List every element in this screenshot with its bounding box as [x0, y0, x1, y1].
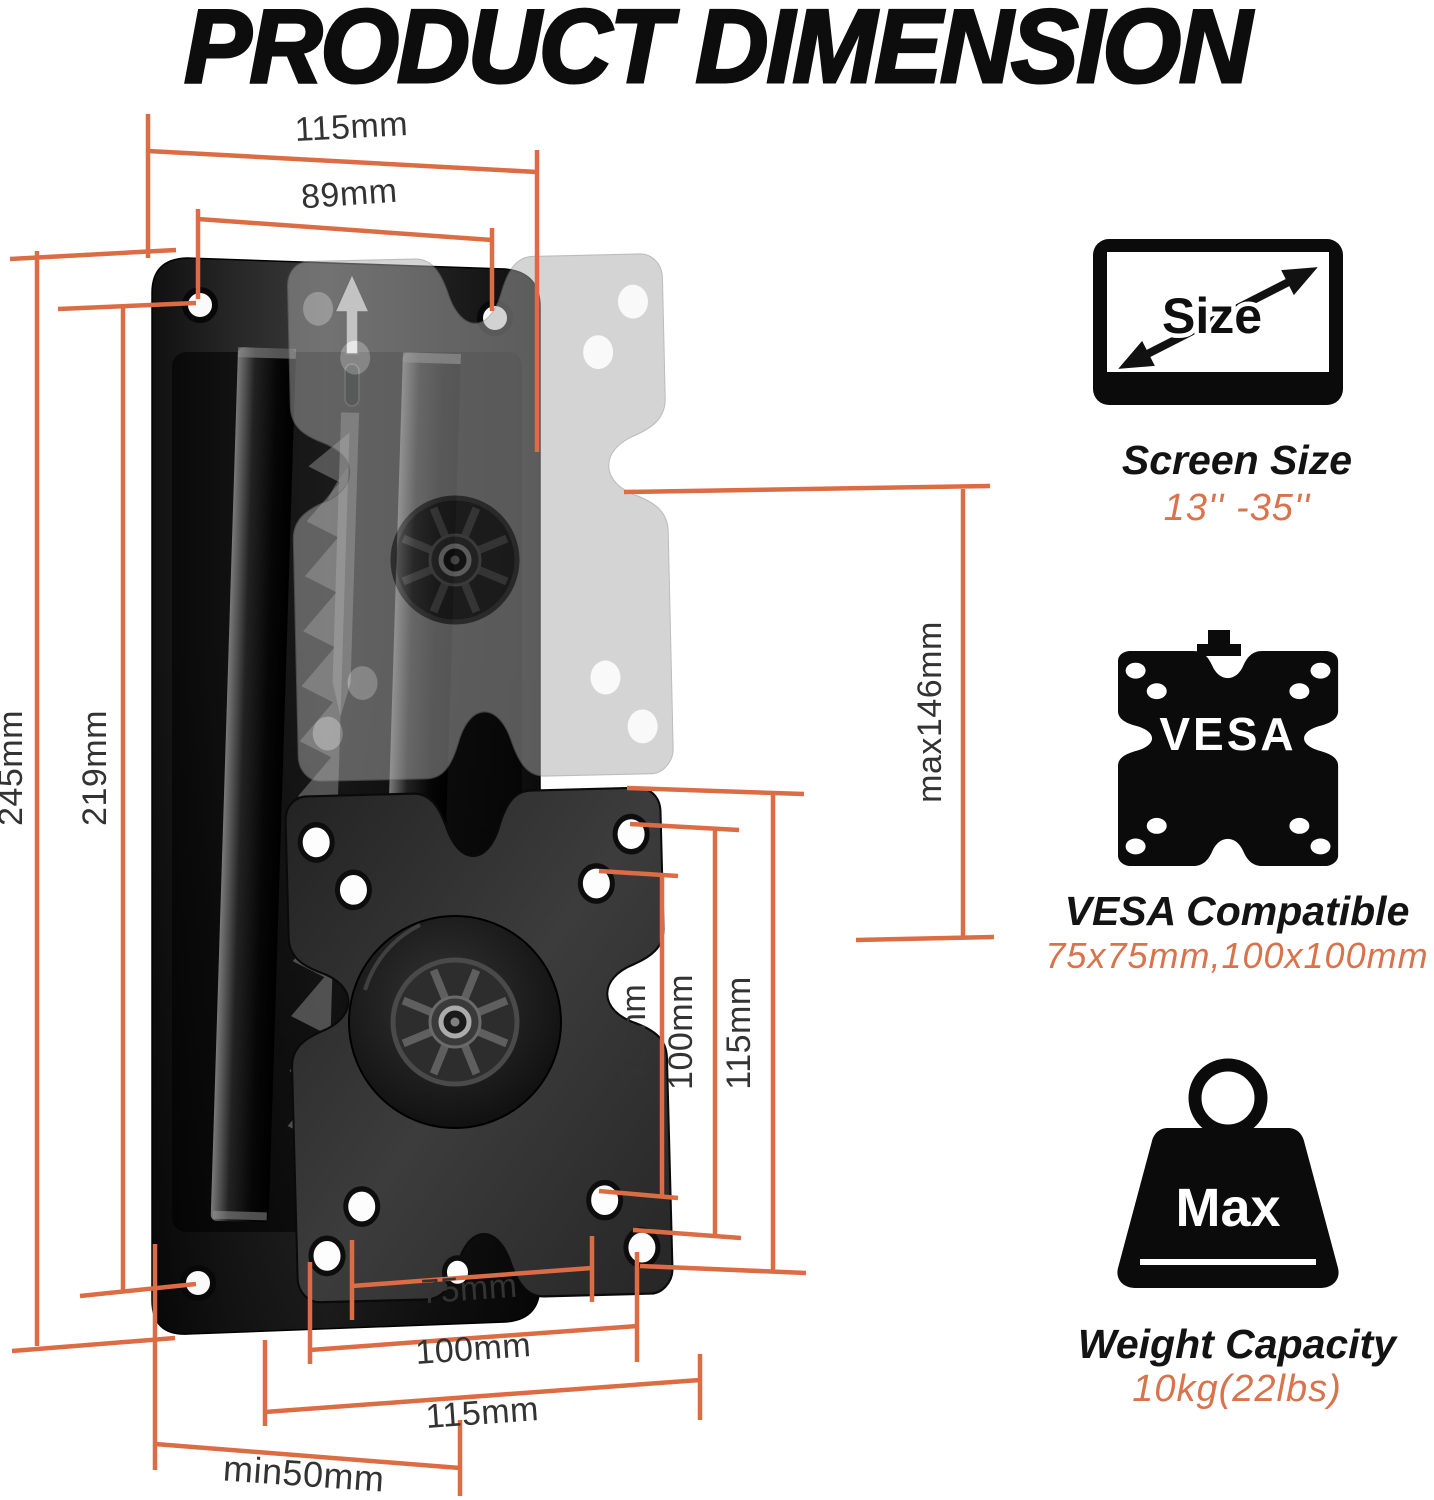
dim-label-top-width: 115mm [294, 105, 409, 149]
dimension-labels: 115mm 89mm 245mm 219mm max146mm 75mm 100… [0, 105, 949, 1500]
feature-value-vesa: 75x75mm,100x100mm [1045, 935, 1429, 976]
feature-value-weight: 10kg(22lbs) [1132, 1368, 1342, 1410]
screen-size-icon: Size [1093, 239, 1343, 405]
size-badge: Size [1162, 288, 1262, 344]
dim-line-top-holes [197, 216, 493, 243]
vesa-badge: VESA [1159, 708, 1296, 760]
vesa-plate-icon: VESA [1118, 630, 1339, 867]
dim-line-min-depth [154, 1441, 461, 1471]
dim-label-left-holes: 219mm [76, 710, 114, 826]
dimension-lines [9, 114, 995, 1496]
mount-dimension-diagram: 115mm 89mm 245mm 219mm max146mm 75mm 100… [0, 105, 995, 1500]
dim-label-vesa-h-100: 100mm [414, 1326, 532, 1372]
ghost-vesa-assembly [286, 252, 675, 783]
vesa-hole-100-br [623, 1227, 661, 1268]
dim-label-max-height: max146mm [911, 621, 949, 803]
dim-label-vesa-v-75: 75mm [615, 984, 653, 1080]
dim-line-vesa-h-115 [264, 1377, 701, 1415]
diagonal-resize-arrow-icon [1118, 267, 1318, 369]
wall-screw-hole-bottom-left [180, 1265, 216, 1301]
dim-line-vesa-h-75 [351, 1265, 593, 1289]
vesa-hole-100-bl [308, 1235, 346, 1277]
vesa-hole-75-bl [343, 1186, 381, 1227]
vesa-hole-75-tl [334, 869, 372, 911]
feature-title-vesa: VESA Compatible [1064, 888, 1410, 934]
dim-label-vesa-h-115: 115mm [424, 1390, 540, 1436]
vesa-hole-75-br [586, 1179, 624, 1221]
ghost-tension-knob [393, 498, 517, 622]
dim-line-vesa-h-100 [309, 1323, 638, 1353]
page-title: PRODUCT DIMENSION [183, 0, 1254, 106]
vesa-hole-100-tl [297, 822, 335, 863]
dim-label-left-height: 245mm [0, 710, 30, 826]
feature-value-screen-size: 13'' -35'' [1163, 487, 1311, 529]
weight-handle-ring [1188, 1058, 1268, 1138]
weight-max-icon: Max [1117, 1058, 1339, 1288]
feature-title-weight: Weight Capacity [1077, 1321, 1397, 1367]
vesa-hole-75-tr [577, 863, 615, 904]
vesa-hole-100-tr [612, 813, 650, 855]
dim-label-top-holes: 89mm [300, 172, 399, 217]
dim-label-vesa-v-100: 100mm [662, 974, 700, 1090]
dim-label-vesa-v-115: 115mm [720, 976, 758, 1089]
dim-label-min-depth: min50mm [222, 1447, 386, 1499]
max-badge: Max [1175, 1178, 1280, 1238]
vesa-adapter-plate [283, 786, 675, 1304]
feature-title-screen-size: Screen Size [1121, 437, 1353, 483]
dim-label-vesa-h-75: 75mm [420, 1267, 519, 1312]
dim-line-top-width [147, 148, 538, 175]
ghost-vesa-plate [286, 252, 675, 783]
